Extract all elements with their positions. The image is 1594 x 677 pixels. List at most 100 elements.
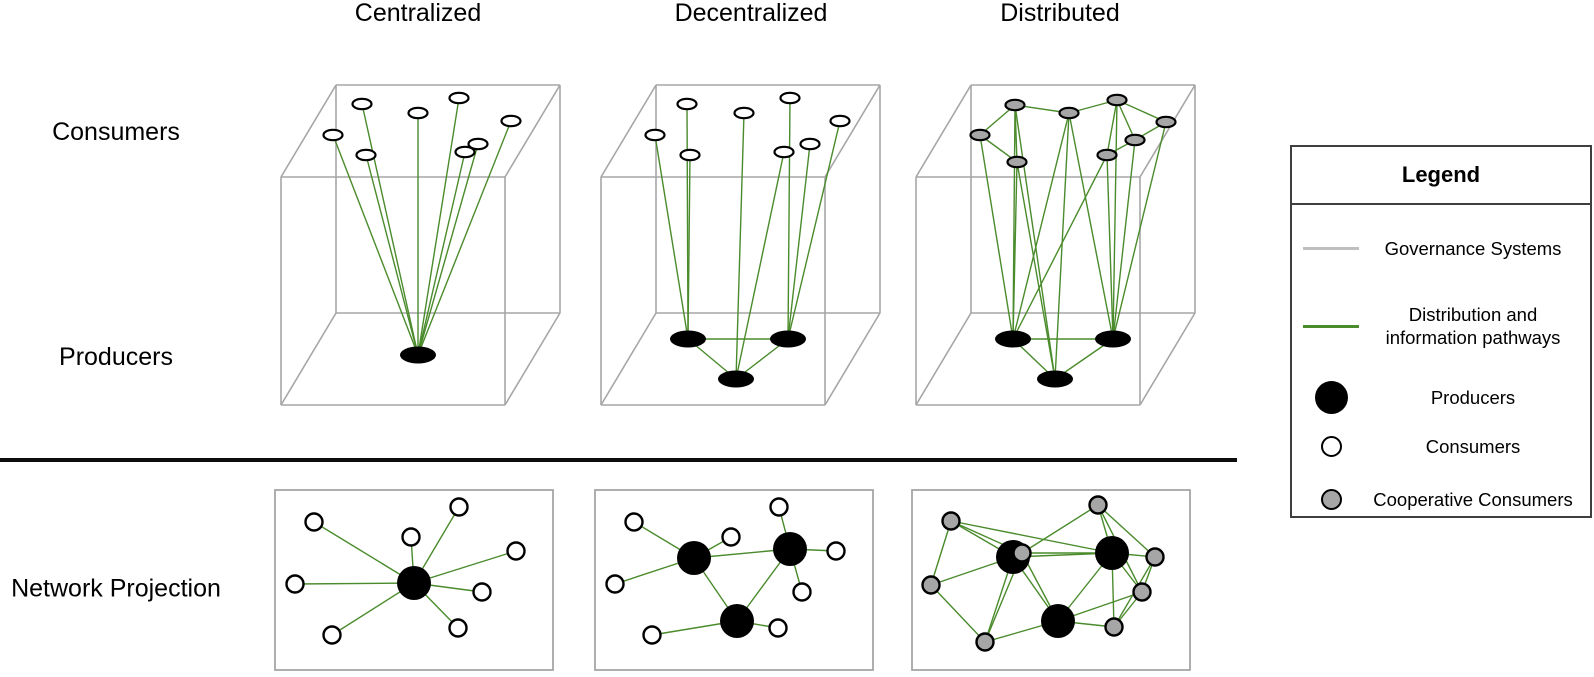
governance-cube-edge (504, 312, 561, 406)
consumer-circle-icon (1292, 435, 1370, 457)
pathway-edge (787, 97, 791, 340)
legend-item-producers: Producers (1292, 372, 1590, 422)
cooperative-consumer-circle-icon (1292, 488, 1370, 510)
pathway-edge (417, 143, 479, 356)
cooperative-consumer-node (1106, 93, 1128, 107)
cooperative-consumer-node (1088, 495, 1108, 515)
pathway-edge (332, 134, 419, 356)
cooperative-consumer-node (1006, 155, 1028, 169)
consumer-node (676, 97, 698, 111)
cooperative-consumer-node (1058, 106, 1080, 120)
pathway-edge (1106, 154, 1114, 340)
section-divider (0, 458, 1237, 462)
consumer-node (829, 114, 851, 128)
producer-node (1095, 536, 1129, 570)
consumer-node (779, 91, 801, 105)
producer-circle-icon (1292, 380, 1370, 414)
consumer-node (454, 145, 476, 159)
pathway-edge (1112, 99, 1118, 340)
consumer-node (624, 512, 644, 532)
cooperative-consumer-node (1012, 543, 1032, 563)
legend-panel: Legend Governance Systems Distribution a… (1290, 145, 1592, 518)
pathway-edge (950, 520, 1113, 554)
pathway-edge (1021, 504, 1099, 554)
column-header-distributed: Distributed (1000, 0, 1120, 27)
consumer-node (768, 618, 788, 638)
consumer-node (733, 106, 755, 120)
consumer-node (644, 128, 666, 142)
consumer-node (642, 625, 662, 645)
pathway-edge (417, 97, 460, 356)
consumer-node (826, 541, 846, 561)
governance-cube-edge (915, 84, 972, 178)
legend-title: Legend (1292, 147, 1590, 205)
consumer-node (605, 574, 625, 594)
consumer-node (472, 582, 492, 602)
producer-node (397, 566, 431, 600)
pathway-edge (735, 151, 785, 380)
consumer-node (799, 137, 821, 151)
cooperative-consumer-node (1124, 133, 1146, 147)
pathway-edge (1016, 161, 1056, 380)
governance-cube-edge (824, 312, 881, 406)
projection-panel-border (594, 489, 874, 671)
governance-cube-edge (1139, 312, 1196, 406)
pathway-edge (1112, 121, 1167, 340)
pathway-edge (930, 520, 952, 586)
producer-node (770, 330, 806, 348)
legend-item-distribution-pathways: Distribution and information pathways (1292, 295, 1590, 357)
pathway-edge (1012, 112, 1070, 340)
pathway-edge (1097, 504, 1156, 558)
producer-node (995, 330, 1031, 348)
pathway-edge (365, 154, 419, 356)
decentralized-projection (594, 489, 874, 671)
pathway-edge (1116, 99, 1136, 141)
pathway-edge (787, 143, 811, 340)
producer-node (718, 370, 754, 388)
cooperative-consumer-node (1155, 115, 1177, 129)
pathway-edge (1054, 112, 1070, 380)
producer-node (677, 541, 711, 575)
consumer-node (467, 137, 489, 151)
pathway-edge (735, 112, 745, 380)
producer-node (1037, 370, 1073, 388)
centralized-cube (280, 84, 561, 406)
column-header-centralized: Centralized (354, 0, 482, 27)
consumer-node (792, 582, 812, 602)
consumer-node (679, 148, 701, 162)
governance-cube-edge (1139, 84, 1196, 178)
pathway-edge (930, 584, 986, 643)
pathway-edge (1014, 104, 1056, 380)
projection-panel-border (274, 489, 554, 671)
producer-node (720, 604, 754, 638)
cooperative-consumer-node (969, 128, 991, 142)
column-header-decentralized: Decentralized (674, 0, 828, 27)
governance-cube-edge (600, 312, 657, 406)
legend-item-cooperative-consumers: Cooperative Consumers (1292, 470, 1590, 528)
centralized-projection (274, 489, 554, 671)
producer-node (1095, 330, 1131, 348)
governance-line-icon (1292, 246, 1370, 250)
pathway-edge (1012, 154, 1108, 340)
consumer-node (506, 541, 526, 561)
cooperative-consumer-node (1145, 547, 1165, 567)
consumer-node (448, 91, 470, 105)
governance-cube-edge (280, 312, 337, 406)
pathway-edge (1068, 112, 1114, 340)
distributed-projection (911, 489, 1191, 671)
producer-node (1041, 604, 1075, 638)
legend-item-label: Cooperative Consumers (1373, 488, 1573, 510)
pathway-edge (313, 521, 415, 584)
consumer-node (407, 106, 429, 120)
consumer-node (721, 527, 741, 547)
consumer-node (500, 114, 522, 128)
cooperative-consumer-node (1132, 582, 1152, 602)
pathway-edge (787, 120, 841, 340)
row-label-network-projection: Network Projection (11, 574, 221, 603)
network-diagram-canvas (274, 84, 1196, 671)
row-label-consumers: Consumers (52, 118, 180, 146)
producer-node (773, 532, 807, 566)
consumer-node (355, 148, 377, 162)
pathway-edge (417, 151, 466, 356)
consumer-node (448, 618, 468, 638)
